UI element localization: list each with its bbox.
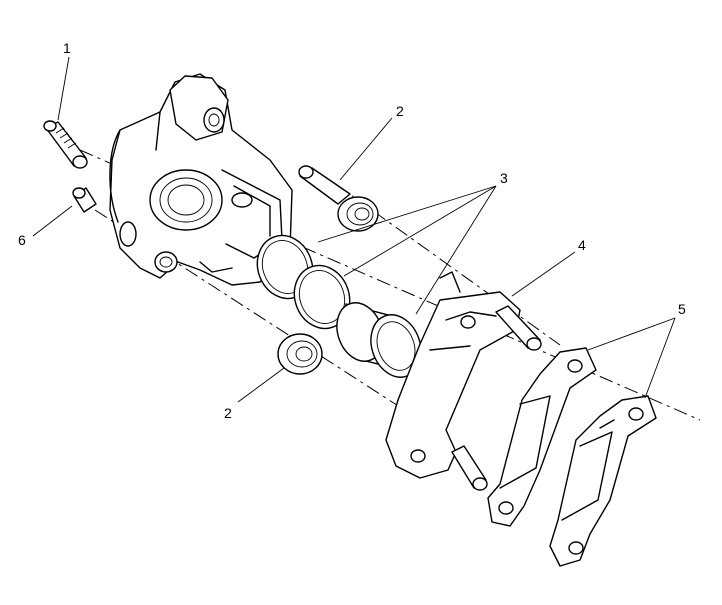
brake-pad-outer <box>549 395 657 567</box>
callout-4: 4 <box>578 237 586 253</box>
caliper-body <box>109 73 293 286</box>
callout-5: 5 <box>678 301 686 317</box>
guide-pin-upper <box>298 165 379 232</box>
guide-pin-lower <box>277 333 323 375</box>
piston <box>336 302 422 378</box>
callout-2-lower: 2 <box>224 405 232 421</box>
bleeder-screw <box>43 120 88 169</box>
caliper-bracket <box>385 271 542 491</box>
leader-lines <box>32 56 676 403</box>
callout-1: 1 <box>63 40 71 56</box>
bleeder-cap <box>72 187 97 213</box>
callout-6: 6 <box>18 232 26 248</box>
piston-seal-2 <box>293 264 351 330</box>
callout-2-upper: 2 <box>396 103 404 119</box>
brake-pad-inner <box>487 347 597 527</box>
callout-3: 3 <box>500 170 508 186</box>
